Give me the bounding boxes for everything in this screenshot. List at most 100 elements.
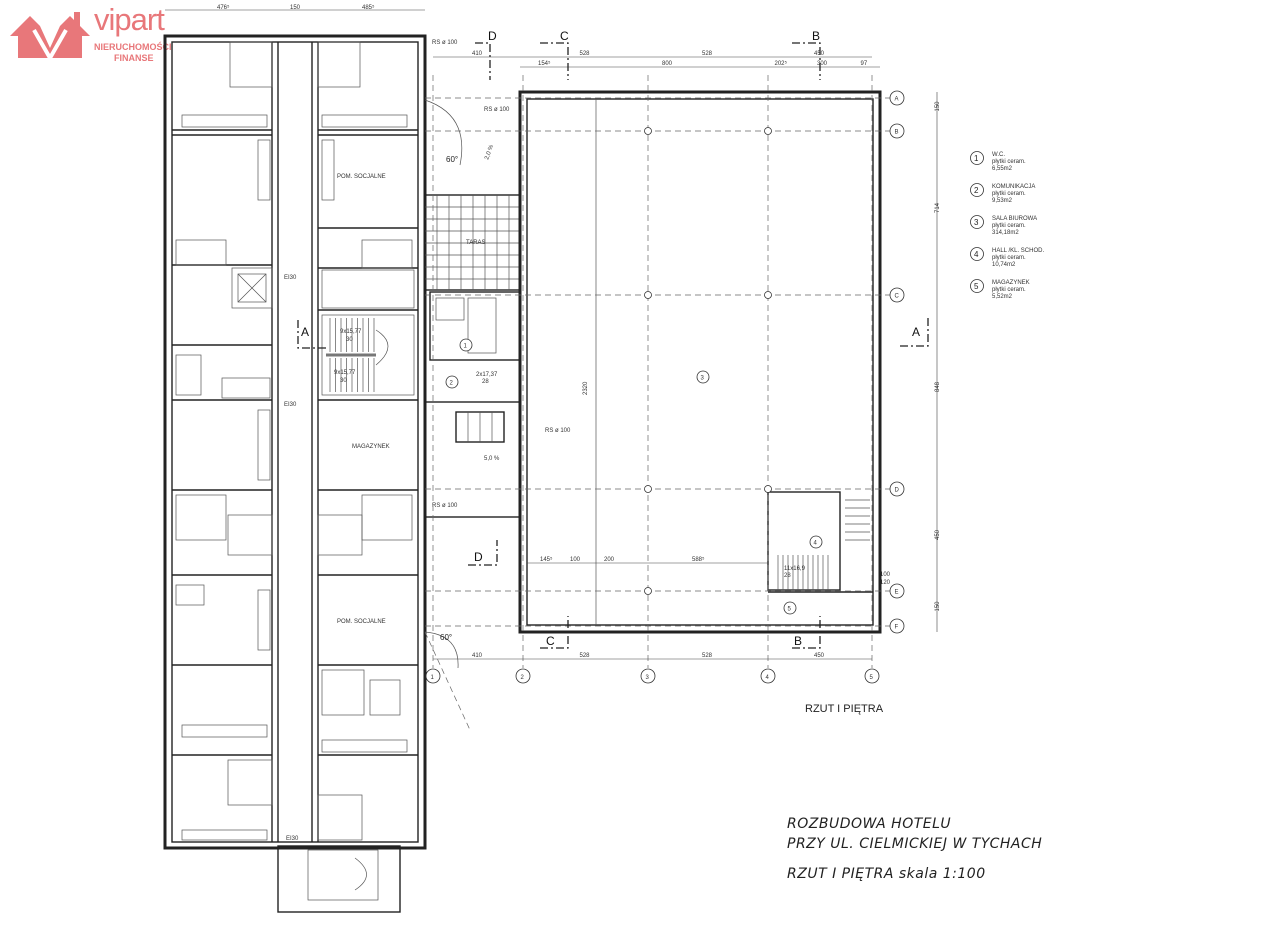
section-markers: D C B D C B A A bbox=[297, 29, 929, 649]
dim-inner-4: 588⁵ bbox=[692, 556, 705, 563]
column-marker bbox=[764, 127, 772, 135]
stair-annotation-1: 9x15,77 bbox=[340, 329, 362, 335]
stair-annotation-3: 2x17,37 bbox=[476, 372, 498, 378]
section-c-top: C bbox=[560, 29, 569, 43]
stair-annotation-4b: 28 bbox=[784, 573, 791, 579]
column-marker bbox=[644, 127, 652, 135]
dim-top2-3: 300 bbox=[817, 61, 828, 67]
dim-bottom-0: 410 bbox=[472, 653, 483, 659]
logo-line1: NIERUCHOMOŚCI bbox=[94, 42, 172, 52]
connector: TARAS 5,0 % 2,0 % 60° 60° RS ø 100 RS ø … bbox=[424, 40, 571, 731]
grid-label-4: 4 bbox=[766, 675, 770, 681]
column-marker bbox=[644, 291, 652, 299]
dim-inner-1: 145⁵ bbox=[540, 556, 553, 563]
legend-finish: płytki ceram. bbox=[992, 287, 1026, 293]
title-line3: RZUT I PIĘTRA skala 1:100 bbox=[787, 866, 986, 882]
legend-number: 1 bbox=[974, 154, 979, 163]
room-number-bubble bbox=[783, 601, 797, 615]
dim-right-2: 848 bbox=[935, 381, 941, 392]
dim-right-4: 150 bbox=[935, 601, 941, 612]
grid-label-2: 2 bbox=[521, 675, 525, 681]
legend-bubble bbox=[970, 183, 984, 197]
rs-annotation-1: RS ø 100 bbox=[484, 107, 510, 113]
legend-name: SALA BIUROWA bbox=[992, 216, 1037, 222]
room-number: 3 bbox=[701, 376, 705, 382]
dim-height: 2320 bbox=[583, 381, 589, 395]
legend-area: 10,74m2 bbox=[992, 262, 1016, 268]
section-c-bottom: C bbox=[546, 634, 555, 648]
grid-bubble-3 bbox=[640, 668, 656, 684]
dim-side-2: 120 bbox=[880, 580, 891, 586]
legend-name: KOMUNIKACJA bbox=[992, 184, 1035, 190]
door-rating: EI30 bbox=[284, 275, 297, 281]
legend-bubble bbox=[970, 279, 984, 293]
room-number-bubble bbox=[809, 535, 823, 549]
grid-bubble-B bbox=[889, 123, 905, 139]
legend-name: MAGAZYNEK bbox=[992, 280, 1030, 286]
legend-finish: płytki ceram. bbox=[992, 255, 1026, 261]
dim-inner-3: 200 bbox=[604, 557, 615, 563]
slope-annotation-2: 5,0 % bbox=[484, 456, 500, 462]
dim-left-2: 150 bbox=[290, 5, 301, 11]
legend-bubble bbox=[970, 151, 984, 165]
dim-top2-0: 154⁵ bbox=[538, 60, 551, 67]
grid-label-C: C bbox=[895, 294, 900, 300]
column-marker bbox=[644, 587, 652, 595]
grid-bubble-A bbox=[889, 90, 905, 106]
legend-number: 5 bbox=[974, 282, 979, 291]
grid-label-B: B bbox=[895, 130, 899, 136]
dim-bottom-3: 450 bbox=[814, 653, 825, 659]
legend-area: 6,55m2 bbox=[992, 166, 1013, 172]
hotel-wing: POM. SOCJALNE POM. SOCJALNE MAGAZYNEK 9x… bbox=[163, 4, 427, 913]
dim-bottom-1: 528 bbox=[580, 653, 591, 659]
angle-annotation-2: 60° bbox=[440, 633, 452, 642]
room-number: 4 bbox=[814, 541, 818, 547]
legend-number: 4 bbox=[974, 250, 979, 259]
title-line2: PRZY UL. CIELMICKIEJ W TYCHACH bbox=[787, 836, 1042, 852]
office-hall: 11x16,9 28 2320 145⁵ 100 200 588⁵ 100 12… bbox=[518, 90, 891, 634]
room-number: 2 bbox=[450, 381, 454, 387]
section-b-top: B bbox=[812, 29, 820, 43]
rs-annotation-4: RS ø 100 bbox=[432, 503, 458, 509]
legend-bubble bbox=[970, 247, 984, 261]
stair-annotation-3b: 28 bbox=[482, 379, 489, 385]
legend-name: W.C. bbox=[992, 152, 1005, 158]
grid-bubble-D bbox=[889, 481, 905, 497]
dim-left-1: 476⁵ bbox=[217, 4, 230, 11]
legend-finish: płytki ceram. bbox=[992, 191, 1026, 197]
stair-annotation-1b: 30 bbox=[346, 337, 353, 343]
section-a-right: A bbox=[912, 325, 920, 339]
legend-finish: płytki ceram. bbox=[992, 159, 1026, 165]
house-logo-icon bbox=[10, 12, 90, 62]
slope-annotation-1: 2,0 % bbox=[484, 144, 495, 161]
column-marker bbox=[764, 291, 772, 299]
dim-side-1: 100 bbox=[880, 572, 891, 578]
angle-annotation-1: 60° bbox=[446, 155, 458, 164]
dim-top2-1: 800 bbox=[662, 61, 673, 67]
stair-annotation-2b: 30 bbox=[340, 378, 347, 384]
dim-top1-1: 528 bbox=[580, 51, 591, 57]
grid-label-3: 3 bbox=[646, 675, 650, 681]
room-label-magazynek: MAGAZYNEK bbox=[352, 444, 390, 450]
plan-label: RZUT I PIĘTRA bbox=[805, 703, 884, 715]
room-number-bubble bbox=[445, 375, 459, 389]
grid-bubble-4 bbox=[760, 668, 776, 684]
legend-number: 3 bbox=[974, 218, 979, 227]
grid-bubble-2 bbox=[515, 668, 531, 684]
title-line1: ROZBUDOWA HOTELU bbox=[787, 816, 951, 832]
company-logo: vipart NIERUCHOMOŚCI FINANSE bbox=[8, 2, 183, 66]
legend-finish: płytki ceram. bbox=[992, 223, 1026, 229]
room-label-pom-socjalne-1: POM. SOCJALNE bbox=[337, 174, 386, 180]
dim-top2-2: 202⁵ bbox=[775, 60, 788, 67]
room-number: 5 bbox=[788, 607, 792, 613]
dim-left-3: 485⁵ bbox=[362, 4, 375, 11]
stair-annotation-4: 11x16,9 bbox=[784, 566, 806, 572]
legend-number: 2 bbox=[974, 186, 979, 195]
section-d-bottom: D bbox=[474, 550, 483, 564]
door-rating: EI30 bbox=[286, 836, 299, 842]
legend-area: 314,18m2 bbox=[992, 230, 1019, 236]
grid-label-E: E bbox=[895, 590, 899, 596]
grid-bubble-5 bbox=[864, 668, 880, 684]
